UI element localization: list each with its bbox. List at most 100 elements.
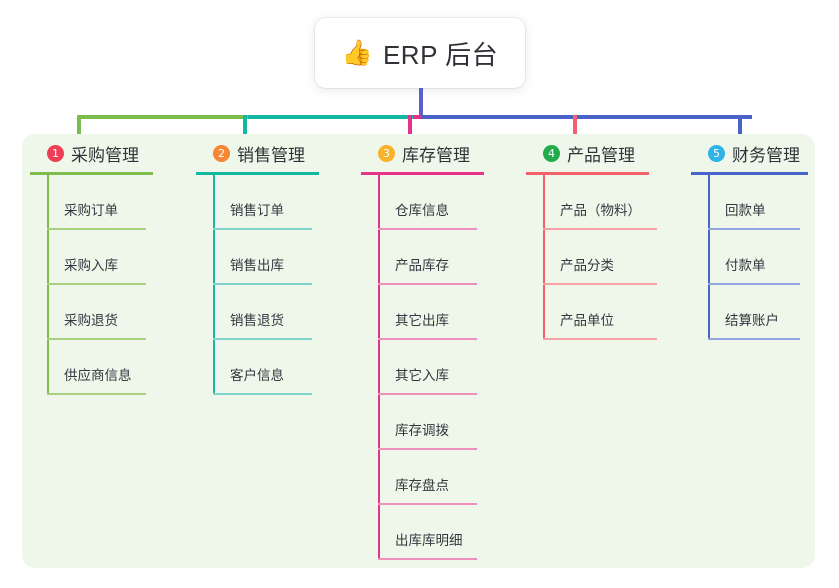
branch-number-badge: 5 xyxy=(708,144,725,162)
branch-column-3: 3 库存管理仓库信息产品库存其它出库其它入库库存调拨库存盘点出库库明细 xyxy=(361,140,484,560)
branch-child-rule xyxy=(47,228,146,230)
branch-child-label: 出库库明细 xyxy=(395,533,463,548)
branch-title: 产品管理 xyxy=(567,145,635,165)
root-node[interactable]: 👍 ERP 后台 xyxy=(315,18,525,88)
branch-child-label: 产品库存 xyxy=(395,258,449,273)
branch-child-rule xyxy=(378,558,477,560)
branch-child-item[interactable]: 仓库信息 xyxy=(378,175,484,230)
branch-child-item[interactable]: 产品单位 xyxy=(543,285,657,340)
branch-child-rule xyxy=(543,338,657,340)
branch-child-rule xyxy=(47,283,146,285)
branch-child-item[interactable]: 采购订单 xyxy=(47,175,153,230)
root-node-label: ERP 后台 xyxy=(382,39,499,70)
branch-child-label: 库存调拨 xyxy=(395,423,449,438)
branch-child-item[interactable]: 其它入库 xyxy=(378,340,484,395)
branch-spine xyxy=(378,175,380,560)
branch-child-rule xyxy=(47,338,146,340)
branch-child-label: 销售出库 xyxy=(230,258,284,273)
branch-child-item[interactable]: 产品分类 xyxy=(543,230,657,285)
branch-child-item[interactable]: 产品（物料） xyxy=(543,175,657,230)
branch-child-item[interactable]: 客户信息 xyxy=(213,340,319,395)
branch-spine xyxy=(543,175,545,340)
branch-child-rule xyxy=(213,228,312,230)
branch-spine xyxy=(47,175,49,395)
branch-children: 回款单付款单结算账户 xyxy=(691,175,808,340)
branch-child-rule xyxy=(378,283,477,285)
branch-child-item[interactable]: 销售退货 xyxy=(213,285,319,340)
branch-column-5: 5 财务管理回款单付款单结算账户 xyxy=(691,140,808,340)
branch-header-4[interactable]: 4 产品管理 xyxy=(526,140,649,166)
branch-child-label: 库存盘点 xyxy=(395,478,449,493)
branch-child-label: 销售订单 xyxy=(230,203,284,218)
branch-child-label: 产品（物料） xyxy=(560,203,641,218)
branch-child-item[interactable]: 付款单 xyxy=(708,230,808,285)
branch-child-item[interactable]: 采购入库 xyxy=(47,230,153,285)
bus-segment-3 xyxy=(413,115,421,119)
branch-child-item[interactable]: 销售出库 xyxy=(213,230,319,285)
branch-children: 产品（物料） 产品分类产品单位 xyxy=(526,175,657,340)
branch-child-rule xyxy=(213,338,312,340)
branch-child-item[interactable]: 销售订单 xyxy=(213,175,319,230)
branch-child-rule xyxy=(213,393,312,395)
branch-child-rule xyxy=(543,228,657,230)
branch-header-rule xyxy=(691,172,808,175)
branch-spine xyxy=(708,175,710,340)
branch-child-label: 仓库信息 xyxy=(395,203,449,218)
branch-header-rule xyxy=(196,172,319,175)
bus-segment-1 xyxy=(79,115,248,119)
branch-child-item[interactable]: 回款单 xyxy=(708,175,808,230)
branch-number-badge: 4 xyxy=(543,144,560,162)
branch-title: 库存管理 xyxy=(402,145,470,165)
branch-child-label: 销售退货 xyxy=(230,313,284,328)
branch-child-label: 采购退货 xyxy=(64,313,118,328)
branch-child-label: 客户信息 xyxy=(230,368,284,383)
branch-child-rule xyxy=(378,228,477,230)
branch-title: 财务管理 xyxy=(732,145,800,165)
branch-column-1: 1 采购管理采购订单采购入库采购退货供应商信息 xyxy=(30,140,153,395)
branch-number-badge: 3 xyxy=(378,144,395,162)
branch-children: 仓库信息产品库存其它出库其它入库库存调拨库存盘点出库库明细 xyxy=(361,175,484,560)
branch-child-label: 产品单位 xyxy=(560,313,614,328)
branch-child-item[interactable]: 库存调拨 xyxy=(378,395,484,450)
branch-child-rule xyxy=(378,448,477,450)
branch-drop-connector-4 xyxy=(573,115,577,147)
branch-child-item[interactable]: 库存盘点 xyxy=(378,450,484,505)
branch-children: 销售订单销售出库销售退货客户信息 xyxy=(196,175,319,395)
branch-child-rule xyxy=(378,503,477,505)
branch-column-4: 4 产品管理产品（物料） 产品分类产品单位 xyxy=(526,140,657,340)
branch-child-label: 采购订单 xyxy=(64,203,118,218)
branch-child-label: 产品分类 xyxy=(560,258,614,273)
branch-child-label: 其它出库 xyxy=(395,313,449,328)
branch-child-label: 采购入库 xyxy=(64,258,118,273)
branch-number-badge: 1 xyxy=(47,144,64,162)
branch-header-rule xyxy=(526,172,649,175)
branch-header-1[interactable]: 1 采购管理 xyxy=(30,140,153,166)
branch-child-label: 其它入库 xyxy=(395,368,449,383)
branch-drop-connector-2 xyxy=(243,115,247,147)
branch-child-rule xyxy=(378,338,477,340)
branch-header-rule xyxy=(361,172,484,175)
branch-drop-connector-3 xyxy=(408,115,412,147)
branch-child-item[interactable]: 采购退货 xyxy=(47,285,153,340)
branch-child-label: 付款单 xyxy=(725,258,766,273)
branch-child-rule xyxy=(708,283,800,285)
branches-panel xyxy=(22,134,815,568)
branch-title: 采购管理 xyxy=(71,145,139,165)
branch-child-rule xyxy=(708,338,800,340)
branch-header-3[interactable]: 3 库存管理 xyxy=(361,140,484,166)
branch-child-item[interactable]: 出库库明细 xyxy=(378,505,484,560)
branch-child-rule xyxy=(378,393,477,395)
branch-child-item[interactable]: 产品库存 xyxy=(378,230,484,285)
branch-child-item[interactable]: 供应商信息 xyxy=(47,340,153,395)
branch-child-label: 回款单 xyxy=(725,203,766,218)
branch-child-rule xyxy=(708,228,800,230)
branch-title: 销售管理 xyxy=(237,145,305,165)
branch-header-5[interactable]: 5 财务管理 xyxy=(691,140,808,166)
branch-child-item[interactable]: 其它出库 xyxy=(378,285,484,340)
branch-header-rule xyxy=(30,172,153,175)
bus-segment-4 xyxy=(421,115,752,119)
branch-child-item[interactable]: 结算账户 xyxy=(708,285,808,340)
